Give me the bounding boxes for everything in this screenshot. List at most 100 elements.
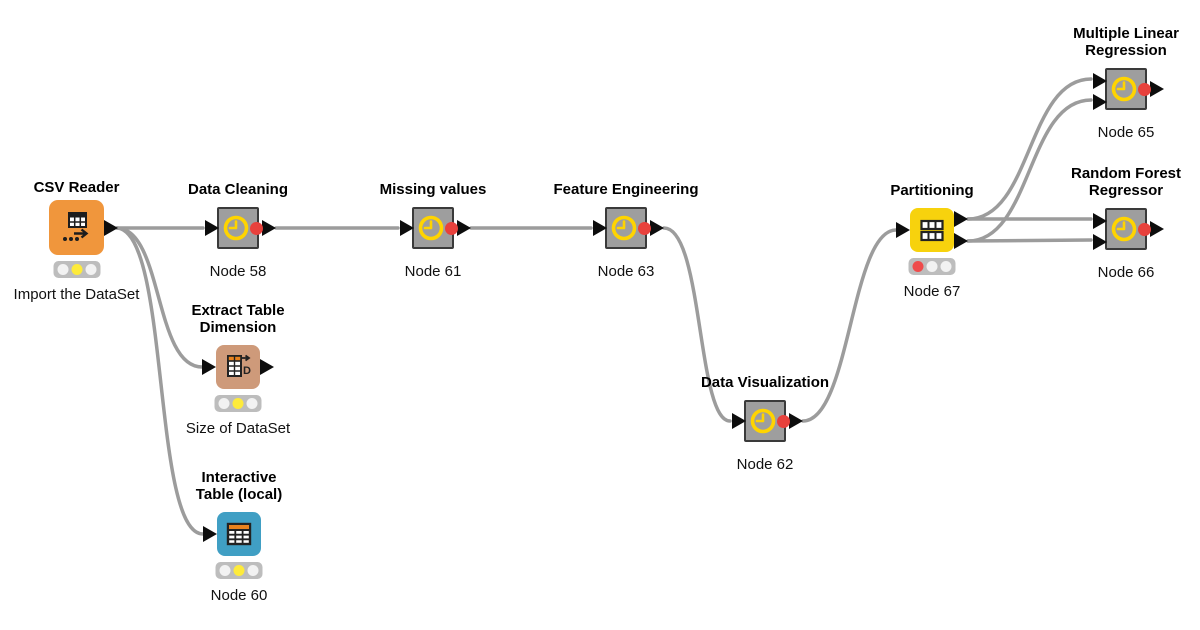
node-data-visualization[interactable]: Data Visualization Node 62 [701, 374, 829, 473]
node-title: CSV Reader [33, 179, 120, 196]
output-port[interactable] [260, 359, 274, 375]
output-port-bottom[interactable] [954, 233, 968, 249]
csv-reader-icon [62, 211, 88, 241]
light-red [57, 264, 68, 275]
output-port[interactable] [650, 220, 664, 236]
node-title: Extract Table Dimension [191, 302, 285, 336]
node-random-forest-regressor[interactable]: Random Forest Regressor Node 66 [1071, 165, 1181, 281]
node-data-cleaning-body[interactable] [205, 207, 276, 249]
input-port[interactable] [732, 413, 746, 429]
output-port[interactable] [1150, 221, 1164, 237]
svg-text:D: D [243, 365, 251, 377]
output-port-top[interactable] [954, 211, 968, 227]
light-green [85, 264, 96, 275]
node-feature-engineering-body[interactable] [593, 207, 664, 249]
input-port[interactable] [203, 526, 217, 542]
node-interactive-table[interactable]: Interactive Table (local) Node 60 [196, 469, 282, 604]
node-title: Feature Engineering [553, 181, 699, 198]
node-title: Random Forest Regressor [1070, 165, 1181, 199]
input-port-top[interactable] [1093, 73, 1107, 89]
light-yellow [71, 264, 82, 275]
node-label: Node 62 [736, 456, 794, 473]
output-port[interactable] [262, 220, 276, 236]
input-port[interactable] [400, 220, 414, 236]
node-label: Node 65 [1097, 124, 1155, 141]
node-title: Partitioning [890, 182, 974, 199]
node-data-cleaning[interactable]: Data Cleaning Node 58 [188, 181, 288, 280]
node-title: Data Visualization [700, 374, 830, 391]
error-dot [1138, 82, 1151, 96]
interactive-table-icon [226, 522, 252, 546]
partitioning-icon [920, 219, 944, 242]
node-title: Data Cleaning [187, 181, 289, 198]
node-title: Multiple Linear Regression [1073, 25, 1179, 59]
connection-feature-engineering-to-data-visualization[interactable] [662, 226, 732, 423]
node-label: Node 58 [209, 263, 267, 280]
output-port[interactable] [457, 220, 471, 236]
connection-partitioning-to-mlr-bottom[interactable] [966, 98, 1093, 243]
input-port[interactable] [593, 220, 607, 236]
input-port-bottom[interactable] [1093, 234, 1107, 250]
output-port[interactable] [104, 219, 118, 236]
node-label: Size of DataSet [185, 420, 291, 437]
node-partitioning-body[interactable] [896, 208, 968, 252]
clock-icon [223, 215, 249, 241]
node-extract-table-dimension[interactable]: D Extract Table Dimension Size of DataSe… [186, 302, 290, 437]
connection-csv-to-interactive-table[interactable] [115, 226, 205, 536]
input-port[interactable] [896, 222, 910, 238]
error-dot [250, 221, 263, 235]
node-title: Interactive Table (local) [195, 469, 283, 503]
traffic-light [908, 258, 956, 275]
light-green [247, 565, 259, 576]
node-interactive-table-body[interactable] [203, 512, 261, 556]
error-dot [1138, 222, 1151, 236]
node-title: Missing values [379, 181, 487, 198]
error-dot [777, 414, 790, 428]
node-feature-engineering[interactable]: Feature Engineering Node 63 [553, 181, 698, 280]
light-red [219, 565, 231, 576]
node-label: Import the DataSet [13, 286, 140, 303]
light-red [218, 398, 230, 409]
input-port[interactable] [202, 359, 216, 375]
clock-icon [1111, 216, 1137, 242]
node-multiple-linear-regression[interactable]: Multiple Linear Regression Node 65 [1073, 25, 1179, 141]
node-label: Node 66 [1097, 264, 1155, 281]
light-green [940, 261, 952, 272]
clock-icon [1111, 76, 1137, 102]
connection-partitioning-to-rfr-bottom[interactable] [966, 238, 1093, 243]
connection-data-visualization-to-partitioning[interactable] [801, 228, 898, 423]
error-dot [445, 221, 458, 235]
node-missing-values[interactable]: Missing values Node 61 [380, 181, 487, 280]
output-port[interactable] [1150, 81, 1164, 97]
node-extract-table-dimension-body[interactable]: D [202, 345, 274, 389]
clock-icon [750, 408, 776, 434]
light-green [246, 398, 258, 409]
node-label: Node 61 [404, 263, 462, 280]
traffic-light [53, 261, 100, 278]
clock-icon [611, 215, 637, 241]
node-partitioning[interactable]: Partitioning Node 67 [890, 182, 973, 300]
node-random-forest-regressor-body[interactable] [1093, 208, 1164, 250]
input-port[interactable] [205, 220, 219, 236]
traffic-light [214, 395, 262, 412]
node-csv-reader-body[interactable] [49, 200, 118, 255]
traffic-light [215, 562, 263, 579]
input-port-top[interactable] [1093, 213, 1107, 229]
light-yellow [233, 565, 245, 576]
error-dot [638, 221, 651, 235]
input-port-bottom[interactable] [1093, 94, 1107, 110]
node-csv-reader[interactable]: CSV Reader Import the DataSet [14, 179, 140, 303]
light-yellow [232, 398, 244, 409]
light-red [912, 261, 924, 272]
clock-icon [418, 215, 444, 241]
node-data-visualization-body[interactable] [732, 400, 803, 442]
extract-table-dimension-icon: D [227, 354, 251, 377]
output-port[interactable] [789, 413, 803, 429]
connection-csv-to-extract-table-dimension[interactable] [115, 226, 204, 369]
node-label: Node 60 [210, 587, 268, 604]
node-missing-values-body[interactable] [400, 207, 471, 249]
node-multiple-linear-regression-body[interactable] [1093, 68, 1164, 110]
connection-partitioning-to-mlr-top[interactable] [966, 77, 1093, 221]
